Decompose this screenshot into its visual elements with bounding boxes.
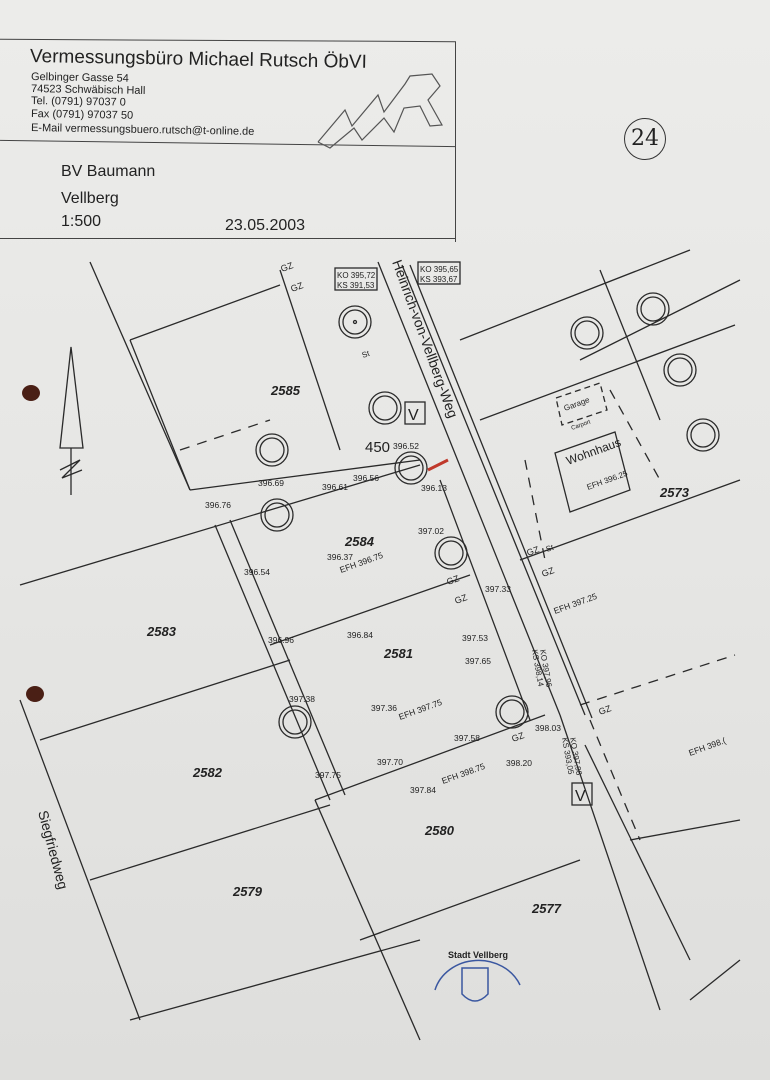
gz-label: GZ: [597, 703, 613, 717]
parcel-number: 2580: [424, 823, 455, 838]
road-edge: [401, 264, 586, 716]
tree-icon: [394, 451, 428, 485]
elevation-label: 397.65: [465, 656, 491, 666]
tree-icon: [663, 353, 697, 387]
st-label: St: [361, 349, 372, 360]
tree-icon: [495, 695, 529, 729]
tree-icon: [368, 391, 402, 425]
project-place: Vellberg: [61, 190, 119, 207]
project-name: BV Baumann: [61, 163, 156, 180]
road-edge: [377, 261, 561, 716]
tree-icon: [636, 292, 670, 326]
tree-icon: [255, 433, 289, 467]
parcel-number: 2583: [146, 624, 177, 639]
tree-icon: [278, 705, 312, 739]
map-scale: 1:500: [61, 213, 102, 230]
tree-icon: [570, 316, 604, 350]
gz-label: GZ: [279, 260, 295, 274]
elevation-label: 397.75: [315, 770, 341, 780]
efh-label: EFH 398.(: [687, 735, 727, 758]
efh-label: EFH 397.75: [397, 697, 443, 722]
st-label: St: [545, 543, 556, 554]
gz-label: GZ: [525, 544, 541, 558]
binder-hole: [26, 686, 44, 702]
road-marker: 450: [365, 439, 390, 456]
parcel-number: 2582: [192, 765, 223, 780]
elevation-label: 397.53: [462, 633, 488, 643]
tree-icon: [338, 305, 372, 339]
elevation-label: 396.52: [393, 441, 419, 451]
city-stamp: Stadt Vellberg: [434, 950, 521, 1002]
parcel-number: 2579: [232, 884, 263, 899]
elevation-label: 396.61: [322, 482, 348, 492]
v-label: V: [408, 407, 419, 424]
elevation-label: 396.69: [258, 478, 284, 488]
efh-label: EFH 398.75: [440, 761, 486, 786]
parcel-number: 2584: [344, 534, 375, 549]
v-box: [571, 782, 593, 806]
elevation-label: 397.70: [377, 757, 403, 767]
parcel-number: 2573: [659, 485, 690, 500]
manhole-label: KO 395,65: [420, 265, 459, 274]
gz-label: GZ: [453, 592, 469, 606]
elevation-label: 396.54: [244, 567, 270, 577]
elevation-label: 396.84: [347, 630, 373, 640]
parcel-number: 2577: [531, 901, 562, 916]
stamp-text: Stadt Vellberg: [448, 950, 508, 960]
binder-hole: [22, 385, 40, 401]
elevation-label: 396.37: [327, 552, 353, 562]
manhole-label: KS 393,67: [420, 275, 458, 284]
gz-label: GZ: [289, 280, 305, 294]
manhole-label: KO 395,72: [337, 271, 376, 280]
highlight-mark: [427, 458, 449, 472]
gz-label: GZ: [445, 573, 461, 587]
v-label: V: [575, 788, 586, 805]
house-efh-label: EFH 396.25: [586, 469, 630, 492]
elevation-label: 398.03: [535, 723, 561, 733]
v-box: [404, 401, 426, 425]
elevation-label: 397.38: [289, 694, 315, 704]
tree-icon: [260, 498, 294, 532]
elevation-label: 396.13: [421, 483, 447, 493]
tree-icon: [686, 418, 720, 452]
gz-label: GZ: [540, 565, 556, 579]
tree-icon: [434, 536, 468, 570]
elevation-label: 397.58: [454, 733, 480, 743]
elevation-label: 397.02: [418, 526, 444, 536]
manhole-label: KS 391,53: [337, 281, 375, 290]
elevation-label: 397.33: [485, 584, 511, 594]
house-outline: [554, 431, 631, 513]
page-number: 24: [624, 118, 666, 160]
gz-label: GZ: [510, 730, 526, 744]
parcel-number: 2581: [383, 646, 413, 661]
elevation-label: 397.84: [410, 785, 436, 795]
elevation-label: 397.36: [371, 703, 397, 713]
map-date: 23.05.2003: [225, 217, 306, 234]
divider: [0, 238, 456, 239]
parcel-number: 2585: [270, 383, 301, 398]
garage-label: Garage: [563, 395, 592, 413]
elevation-label: 396.96: [268, 635, 294, 645]
divider: [455, 42, 456, 242]
carport-label: Carport: [571, 419, 592, 432]
elevation-label: 396.56: [353, 473, 379, 483]
efh-label: EFH 397.25: [552, 591, 598, 616]
elevation-label: 396.76: [205, 500, 231, 510]
elevation-label: 398.20: [506, 758, 532, 768]
north-arrow-icon: [59, 346, 84, 495]
